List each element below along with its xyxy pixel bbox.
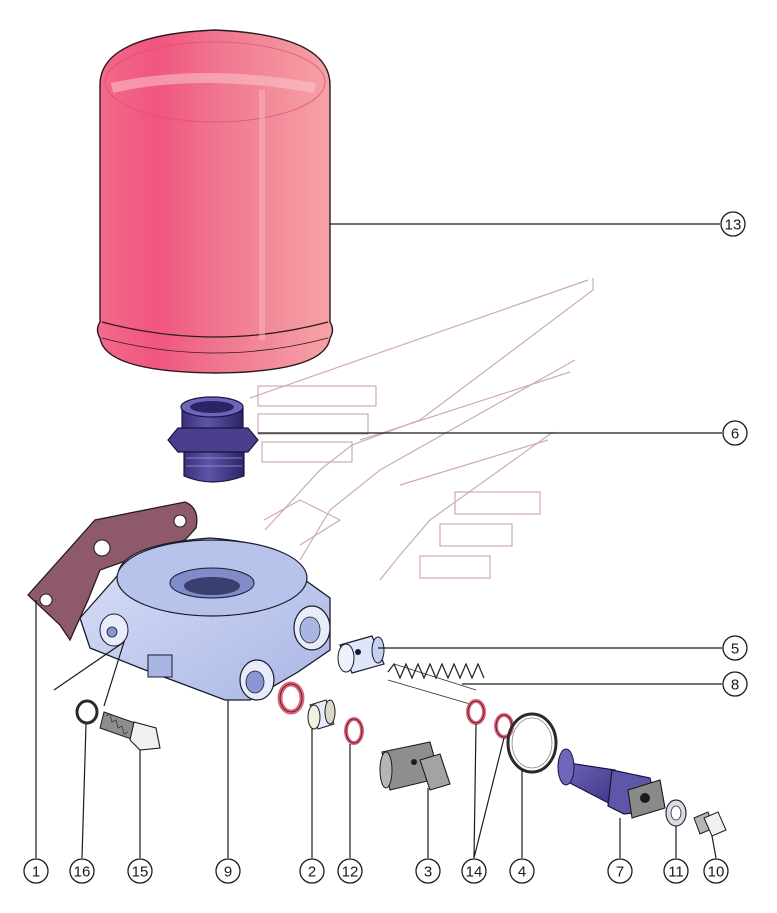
- leader-lines: [35, 223, 722, 859]
- svg-text:5: 5: [731, 641, 739, 658]
- svg-text:3: 3: [424, 864, 432, 881]
- mounting-gasket: [27, 501, 198, 642]
- svg-text:9: 9: [224, 864, 232, 881]
- callout-6: 6: [722, 420, 748, 446]
- svg-text:4: 4: [518, 864, 526, 881]
- svg-text:6: 6: [731, 426, 739, 443]
- callout-10: 10: [703, 858, 729, 884]
- callout-11: 11: [663, 858, 689, 884]
- callout-15: 15: [127, 858, 153, 884]
- callout-2: 2: [299, 858, 325, 884]
- callout-1: 1: [23, 858, 49, 884]
- svg-text:7: 7: [616, 864, 624, 881]
- check-valve-body: [557, 748, 666, 819]
- washer-16: [75, 699, 99, 725]
- callout-3: 3: [415, 858, 441, 884]
- callout-16: 16: [69, 858, 95, 884]
- svg-text:11: 11: [668, 864, 684, 881]
- mounting-bolt: [99, 711, 161, 751]
- adapter-nipple: [167, 396, 259, 483]
- callout-9: 9: [215, 858, 241, 884]
- callout-12: 12: [337, 858, 363, 884]
- watermark-logo: [249, 278, 594, 581]
- callout-5: 5: [722, 635, 748, 661]
- svg-text:10: 10: [708, 864, 725, 881]
- hollow-bolt: [379, 741, 451, 791]
- callout-14: 14: [461, 858, 487, 884]
- filter-housing: [79, 537, 331, 701]
- svg-text:16: 16: [74, 864, 91, 881]
- svg-text:8: 8: [731, 677, 739, 694]
- svg-text:12: 12: [342, 864, 359, 881]
- valve-insert: [337, 635, 385, 674]
- svg-text:1: 1: [32, 864, 40, 881]
- callout-4: 4: [509, 858, 535, 884]
- filter-canister: [96, 29, 334, 374]
- svg-text:13: 13: [725, 217, 742, 234]
- svg-text:15: 15: [132, 864, 149, 881]
- o-ring-large: [506, 712, 558, 774]
- svg-text:2: 2: [308, 864, 316, 881]
- compression-spring: [387, 662, 485, 705]
- callout-13: 13: [720, 211, 746, 237]
- svg-text:14: 14: [466, 864, 483, 881]
- plug-screw: [693, 811, 727, 837]
- callout-8: 8: [722, 671, 748, 697]
- callout-7: 7: [607, 858, 633, 884]
- bushing-sleeve: [307, 699, 336, 730]
